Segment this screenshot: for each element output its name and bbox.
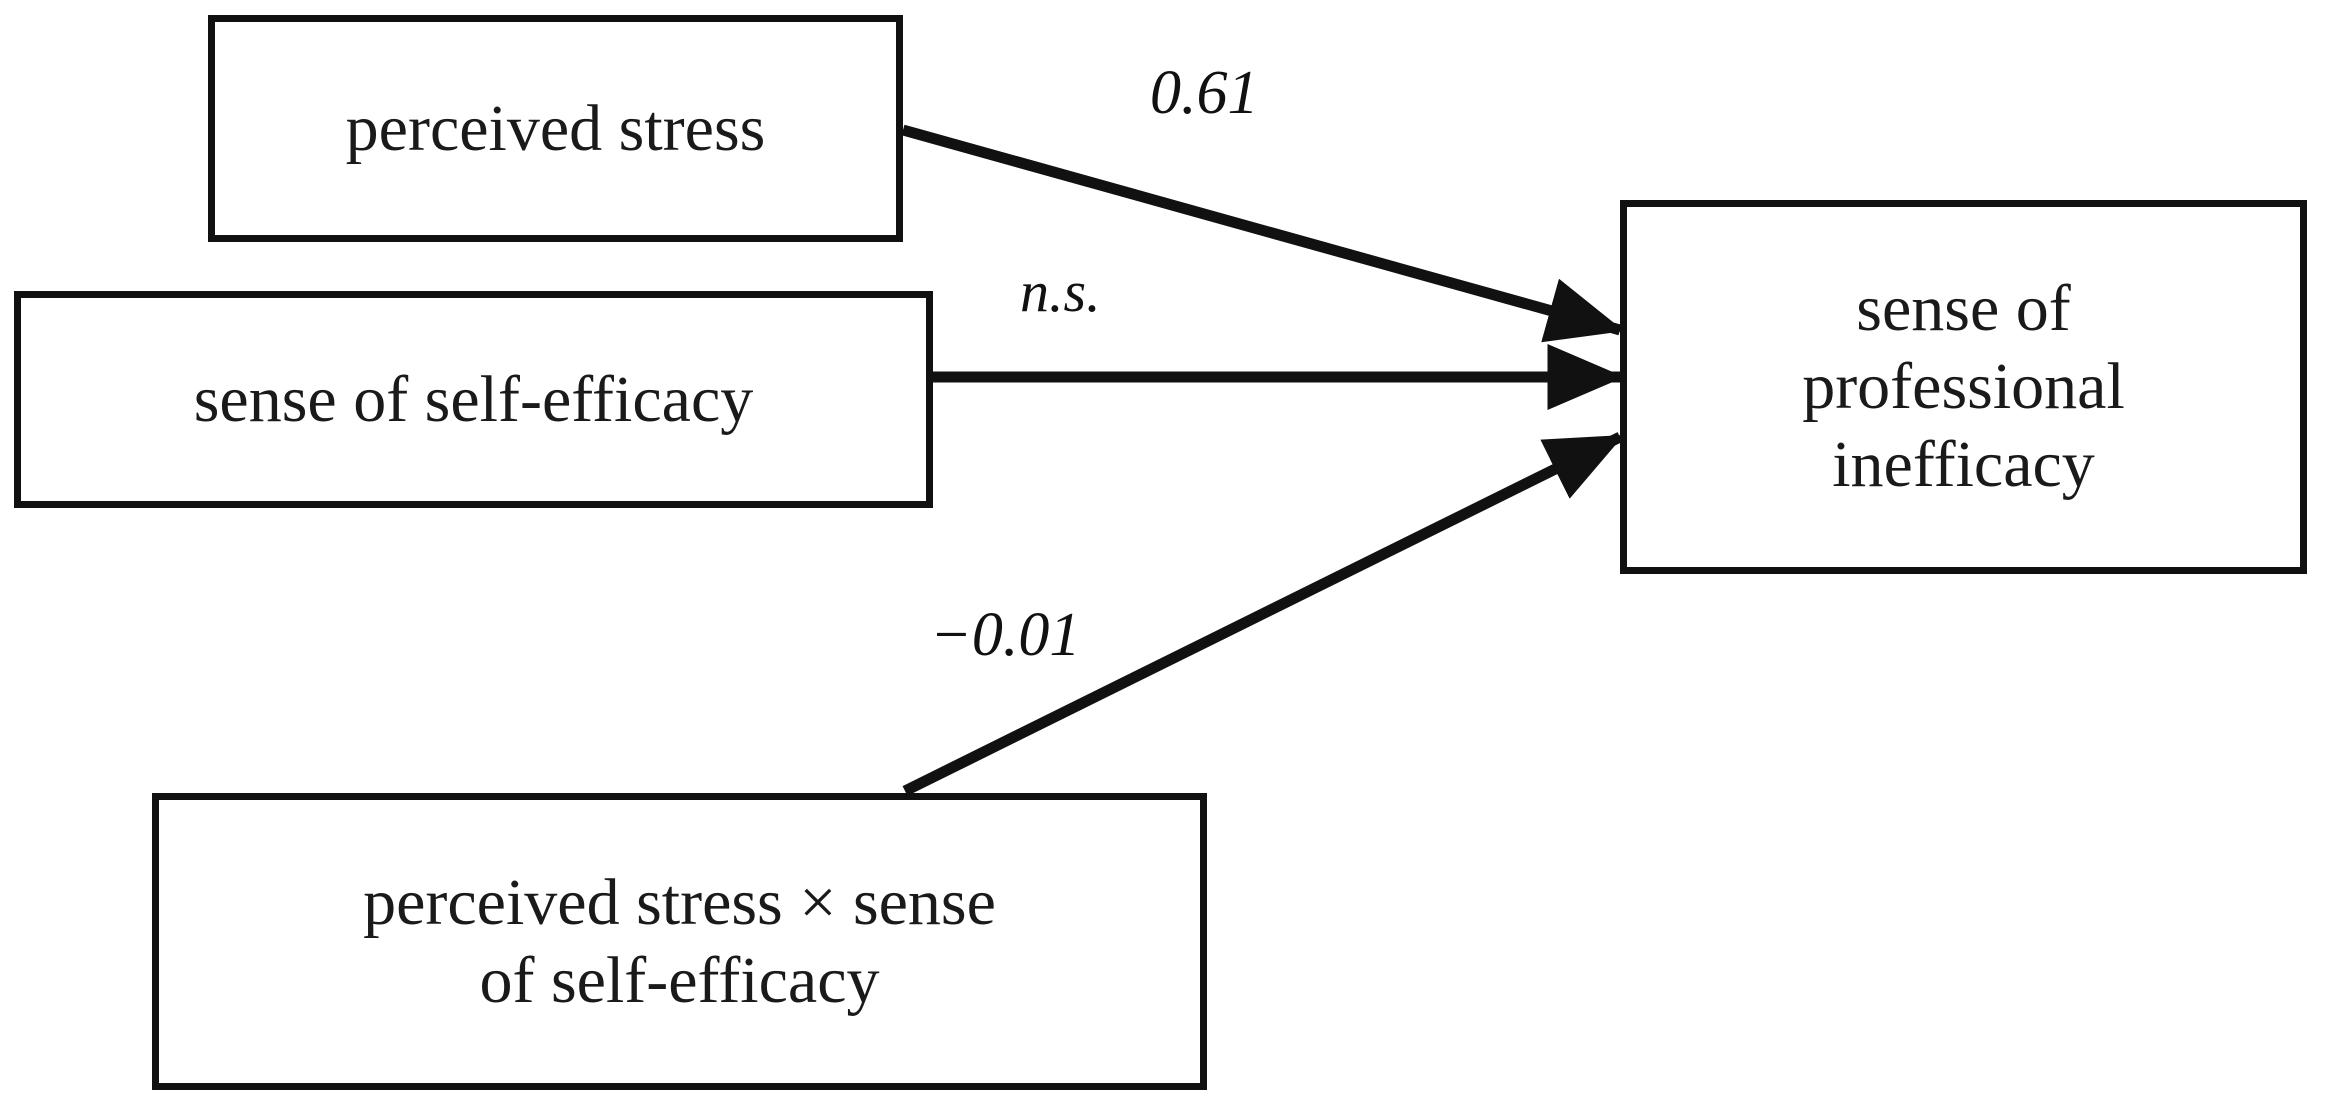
node-sense-of-professional-inefficacy-label: sense of professional inefficacy [1802, 272, 2125, 501]
node-sense-of-self-efficacy: sense of self-efficacy [14, 291, 933, 508]
node-perceived-stress-x-self-efficacy-label: perceived stress × sense of self-efficac… [363, 865, 996, 1017]
node-sense-of-professional-inefficacy: sense of professional inefficacy [1620, 200, 2307, 574]
node-perceived-stress-x-self-efficacy: perceived stress × sense of self-efficac… [152, 793, 1207, 1090]
edge-line-interaction-to-inefficacy [902, 432, 1624, 796]
node-perceived-stress-label: perceived stress [345, 91, 766, 165]
node-perceived-stress: perceived stress [208, 15, 903, 242]
edge-label-self-efficacy-to-inefficacy: n.s. [1020, 259, 1101, 324]
edge-label-stress-to-inefficacy: 0.61 [1150, 59, 1259, 127]
node-sense-of-self-efficacy-label: sense of self-efficacy [193, 362, 754, 436]
edge-line-stress-to-inefficacy [901, 124, 1625, 343]
edge-label-interaction-to-inefficacy: −0.01 [930, 601, 1081, 669]
